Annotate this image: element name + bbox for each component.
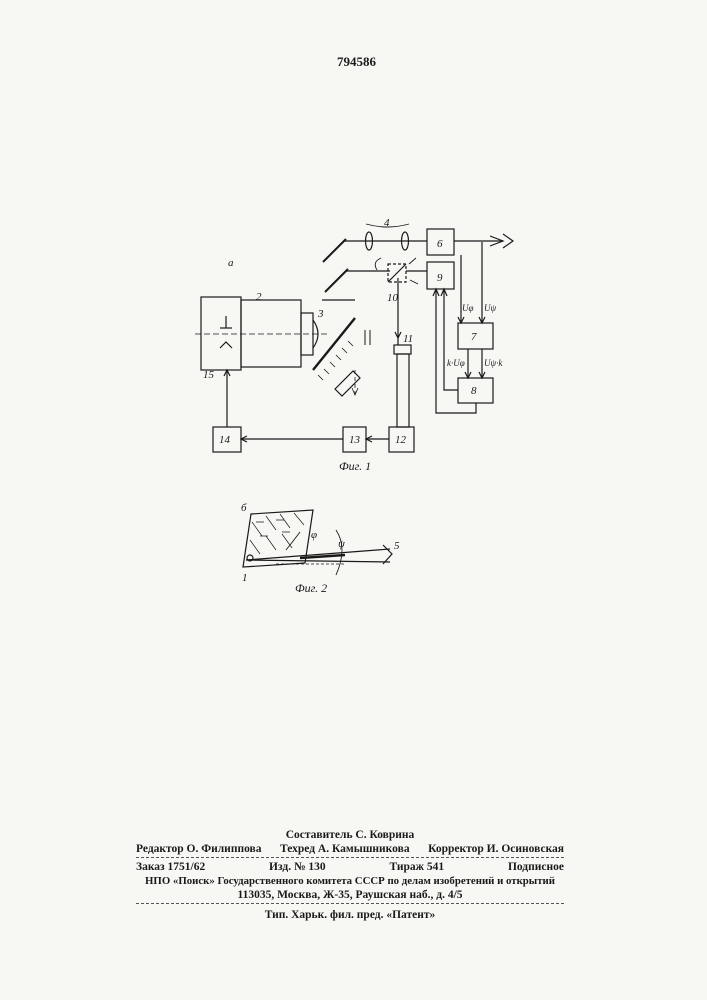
label-7: 7 — [471, 331, 477, 343]
observer-5 — [383, 545, 392, 564]
camera-housing — [241, 300, 301, 367]
imprint-order-row: Заказ 1751/62 Изд. № 130 Тираж 541 Подпи… — [136, 860, 564, 874]
label-2: 2 — [256, 291, 262, 303]
imprint-edition: Изд. № 130 — [269, 860, 326, 874]
label-1: 1 — [242, 572, 248, 584]
scan-mirror-hatch — [318, 341, 353, 380]
inner-arrow — [220, 342, 232, 348]
label-3: 3 — [317, 308, 324, 320]
label-b: б — [241, 502, 247, 514]
label-phi: φ — [311, 529, 317, 541]
imprint-editor: Редактор О. Филиппова — [136, 842, 262, 856]
figure-1-caption: Фиг. 1 — [339, 459, 371, 473]
feedback-line-1 — [444, 289, 458, 390]
beam-splitter-diag — [388, 264, 406, 282]
label-13: 13 — [349, 434, 361, 446]
figure-2 — [243, 510, 392, 575]
imprint-compiler: Составитель С. Коврина — [136, 828, 564, 842]
label-5: 5 — [394, 540, 400, 552]
rotation-arrow — [375, 258, 381, 270]
ray-upper — [246, 549, 390, 560]
figure-1 — [195, 224, 513, 452]
scan-mirror — [313, 318, 355, 370]
label-14: 14 — [219, 434, 231, 446]
imprint-staff-row: Редактор О. Филиппова Техред А. Камышник… — [136, 842, 564, 856]
screen-hatch — [250, 513, 304, 554]
imprint-corrector: Корректор И. Осиновская — [428, 842, 564, 856]
label-15: 15 — [203, 369, 215, 381]
imprint-techred: Техред А. Камышникова — [280, 842, 410, 856]
mirror-1 — [323, 239, 346, 262]
imprint-order: Заказ 1751/62 — [136, 860, 205, 874]
screen-marks — [256, 520, 290, 536]
imprint-printer: Тип. Харьк. фил. пред. «Патент» — [136, 908, 564, 922]
label-k-u-phi: k·Uφ — [447, 358, 465, 368]
label-6: 6 — [437, 238, 443, 250]
imprint-rule-2 — [136, 903, 564, 904]
imprint-rule-1 — [136, 857, 564, 858]
label-u-psi: Uψ — [484, 303, 496, 313]
label-12: 12 — [395, 434, 407, 446]
label-10: 10 — [387, 292, 399, 304]
imprint-subscription: Подписное — [508, 860, 564, 874]
camera-body — [201, 297, 241, 370]
imprint-org: НПО «Поиск» Государственного комитета СС… — [136, 874, 564, 888]
ray-lower — [246, 560, 390, 562]
label-8: 8 — [471, 385, 477, 397]
arrows-into-7 — [458, 317, 485, 323]
label-u-phi: Uφ — [462, 303, 473, 313]
label-psi: ψ — [338, 538, 345, 550]
feedback-arrows — [433, 289, 447, 296]
element-11-body — [397, 354, 409, 427]
figure-2-caption: Фиг. 2 — [295, 581, 327, 595]
label-u-psi-k: Uψ·k — [484, 358, 503, 368]
label-9: 9 — [437, 272, 443, 284]
element-11 — [394, 345, 411, 354]
imprint-block: Составитель С. Коврина Редактор О. Филип… — [136, 828, 564, 922]
label-4: 4 — [384, 217, 390, 229]
label-a: а — [228, 257, 234, 269]
mirror-2 — [325, 269, 348, 292]
imprint-address: 113035, Москва, Ж-35, Раушская наб., д. … — [136, 888, 564, 902]
imprint-circulation: Тираж 541 — [389, 860, 444, 874]
label-11: 11 — [403, 333, 413, 345]
angle-arc-phi — [286, 532, 300, 550]
